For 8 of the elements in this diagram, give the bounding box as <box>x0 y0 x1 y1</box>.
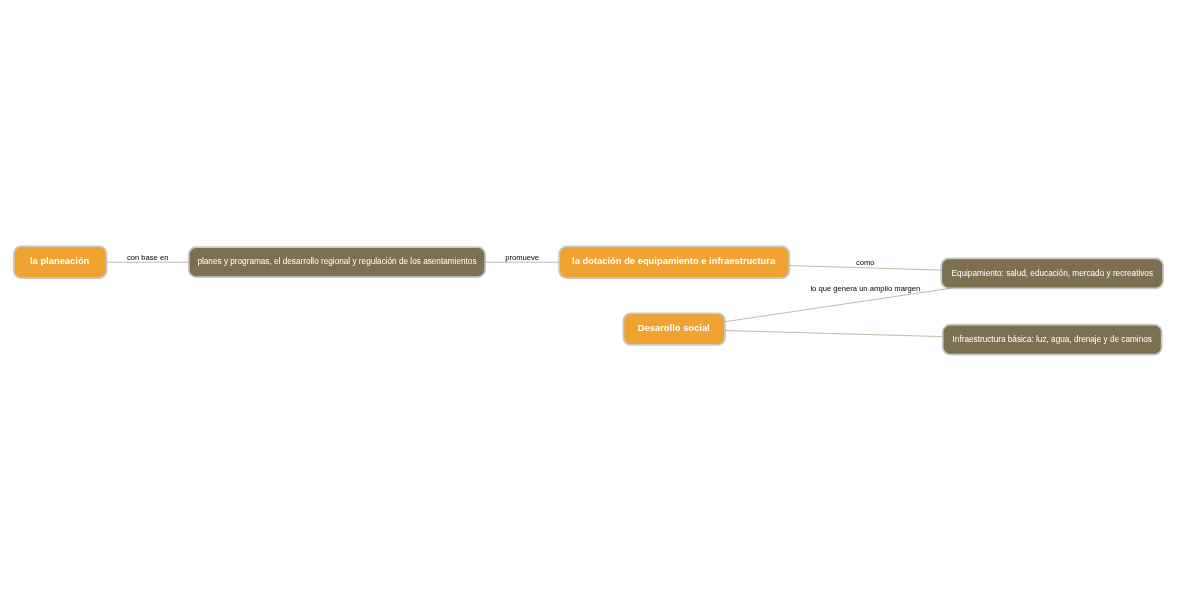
node-box: la dotación de equipamiento e infraestructura <box>558 245 791 279</box>
connector <box>789 265 942 271</box>
connector <box>724 330 943 337</box>
connector <box>724 288 951 322</box>
connector <box>484 261 560 263</box>
node-box: la planeación <box>12 245 108 279</box>
node-box: Desarollo social <box>622 312 726 346</box>
connector <box>106 261 189 263</box>
